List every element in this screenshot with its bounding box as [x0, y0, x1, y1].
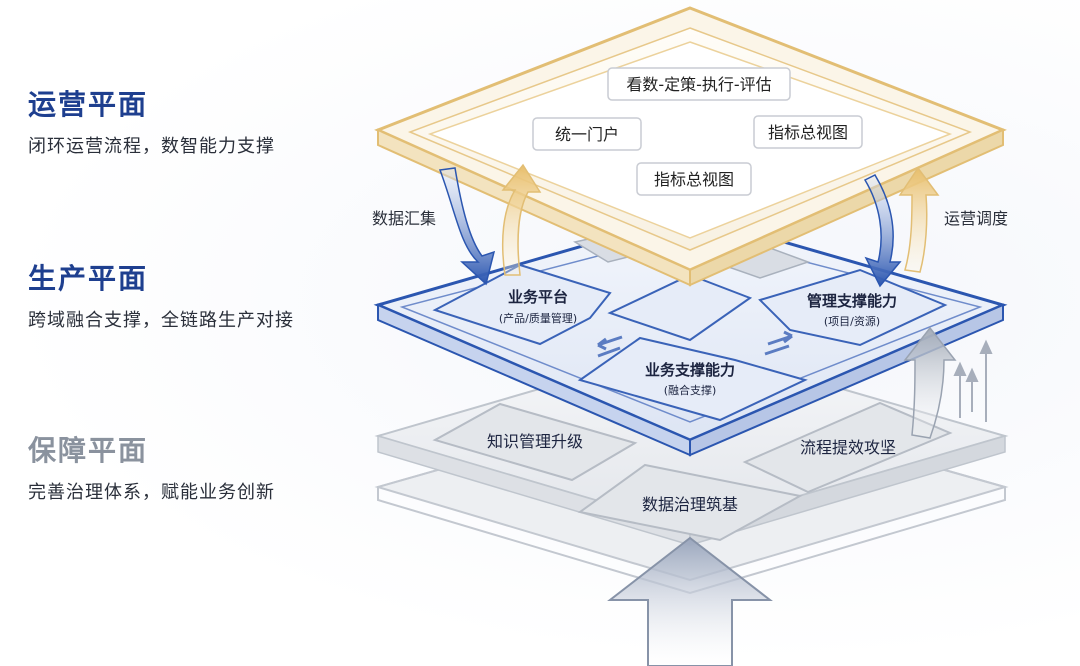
foundation-up-arrow [607, 536, 773, 666]
indicator-center-box: 指标总视图 [636, 162, 752, 196]
data-aggregation-label: 数据汇集 [372, 209, 436, 228]
portal-box: 统一门户 [532, 117, 642, 151]
management-sub: (项目/资源) [824, 314, 880, 328]
business-platform-title: 业务平台 [508, 288, 568, 306]
rising-thin-arrows [953, 339, 993, 422]
operation-plane-label: 运营平面 闭环运营流程，数智能力支撑 [28, 88, 275, 158]
guarantee-to-production-up-arrow [903, 326, 957, 439]
guarantee-plane-title: 保障平面 [28, 434, 149, 467]
loop-box: 看数-定策-执行-评估 [607, 67, 791, 101]
operation-scheduling-down-arrow [863, 174, 902, 288]
operation-layer [374, 6, 1007, 287]
business-support-sub: (融合支撑) [664, 383, 717, 397]
operation-scheduling-label: 运营调度 [944, 209, 1008, 228]
data-governance-label: 数据治理筑基 [642, 495, 738, 514]
knowledge-label: 知识管理升级 [487, 432, 583, 451]
production-layer [373, 213, 1008, 457]
data-aggregation-up-arrow [501, 163, 542, 276]
production-plane-subtitle: 跨域融合支撑，全链路生产对接 [28, 310, 294, 331]
business-support-title: 业务支撑能力 [645, 361, 735, 379]
guarantee-plane-subtitle: 完善治理体系，赋能业务创新 [28, 482, 275, 503]
guarantee-plane-label: 保障平面 完善治理体系，赋能业务创新 [28, 434, 275, 504]
production-plane-title: 生产平面 [28, 262, 149, 295]
process-label: 流程提效攻坚 [800, 438, 896, 457]
operation-plane-subtitle: 闭环运营流程，数智能力支撑 [28, 136, 275, 157]
management-title: 管理支撑能力 [807, 292, 897, 310]
indicator-center-label: 指标总视图 [654, 170, 734, 189]
indicator-right-label: 指标总视图 [768, 123, 848, 142]
operation-plane-title: 运营平面 [28, 88, 149, 121]
data-aggregation-down-arrow [438, 167, 496, 286]
portal-label: 统一门户 [555, 125, 619, 144]
loop-label: 看数-定策-执行-评估 [626, 75, 771, 94]
production-plane-label: 生产平面 跨域融合支撑，全链路生产对接 [28, 262, 294, 332]
business-platform-sub: (产品/质量管理) [499, 311, 577, 325]
operation-scheduling-up-arrow [898, 166, 940, 273]
indicator-right-box: 指标总视图 [753, 115, 863, 149]
